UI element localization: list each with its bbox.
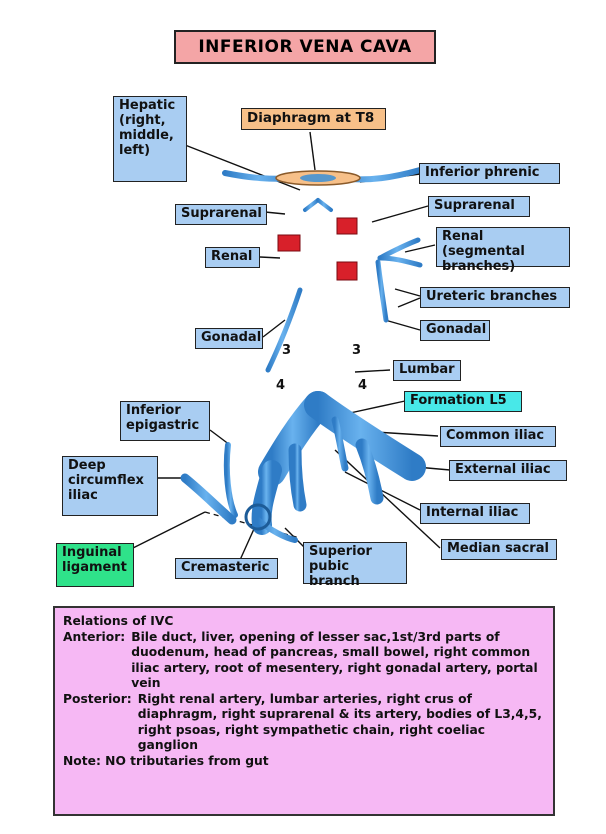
posterior-text: Right renal artery, lumbar arteries, rig…	[137, 691, 542, 753]
hepatic-veins	[303, 198, 333, 218]
left-renal-artery-lower	[336, 261, 358, 281]
label-inferior-phrenic: Inferior phrenic	[419, 163, 560, 184]
anterior-text: Bile duct, liver, opening of lesser sac,…	[131, 629, 538, 691]
label-superior-pubic-branch: Superior pubic branch	[303, 542, 407, 589]
label-diaphragm: Diaphragm at T8	[241, 108, 386, 130]
relations-posterior: Posterior: Right renal artery, lumbar ar…	[63, 692, 545, 754]
relations-anterior: Anterior: Bile duct, liver, opening of l…	[63, 630, 545, 692]
label-inguinal-ligament: Inguinal ligament	[56, 543, 134, 587]
anterior-tag: Anterior:	[63, 629, 126, 644]
label-common-iliac: Common iliac	[440, 426, 556, 447]
leader-lines	[132, 131, 451, 561]
lumbar-number-3-left: 3	[282, 343, 292, 358]
label-median-sacral: Median sacral	[441, 539, 557, 560]
posterior-tag: Posterior:	[63, 691, 132, 706]
label-gonadal-left: Gonadal	[195, 328, 263, 349]
left-renal-artery-upper	[336, 217, 358, 235]
label-deep-circumflex-iliac: Deep circumflex iliac	[62, 456, 158, 516]
label-external-iliac: External iliac	[449, 460, 567, 481]
label-ureteric-branches: Ureteric branches	[420, 287, 570, 308]
label-gonadal-right: Gonadal	[420, 320, 490, 341]
right-renal-artery	[277, 234, 301, 252]
relations-box: Relations of IVC Anterior: Bile duct, li…	[53, 606, 555, 816]
lumbar-number-4-right: 4	[358, 378, 368, 393]
label-renal-left: Renal	[205, 247, 260, 268]
label-suprarenal-left: Suprarenal	[175, 204, 267, 225]
label-lumbar: Lumbar	[393, 360, 461, 381]
label-formation-l5: Formation L5	[404, 391, 522, 412]
label-suprarenal-right: Suprarenal	[428, 196, 530, 217]
relations-heading: Relations of IVC	[63, 614, 174, 628]
page-title: INFERIOR VENA CAVA	[174, 30, 436, 64]
femoral-ring	[244, 503, 272, 531]
label-cremasteric: Cremasteric	[175, 558, 278, 579]
relations-note: Note: NO tributaries from gut	[63, 753, 269, 768]
lumbar-number-3-right: 3	[352, 343, 362, 358]
label-internal-iliac: Internal iliac	[420, 503, 530, 524]
label-hepatic: Hepatic (right, middle, left)	[113, 96, 187, 182]
label-inferior-epigastric: Inferior epigastric	[120, 401, 210, 441]
lumbar-number-4-left: 4	[276, 378, 286, 393]
label-renal-segmental: Renal (segmental branches)	[436, 227, 570, 274]
